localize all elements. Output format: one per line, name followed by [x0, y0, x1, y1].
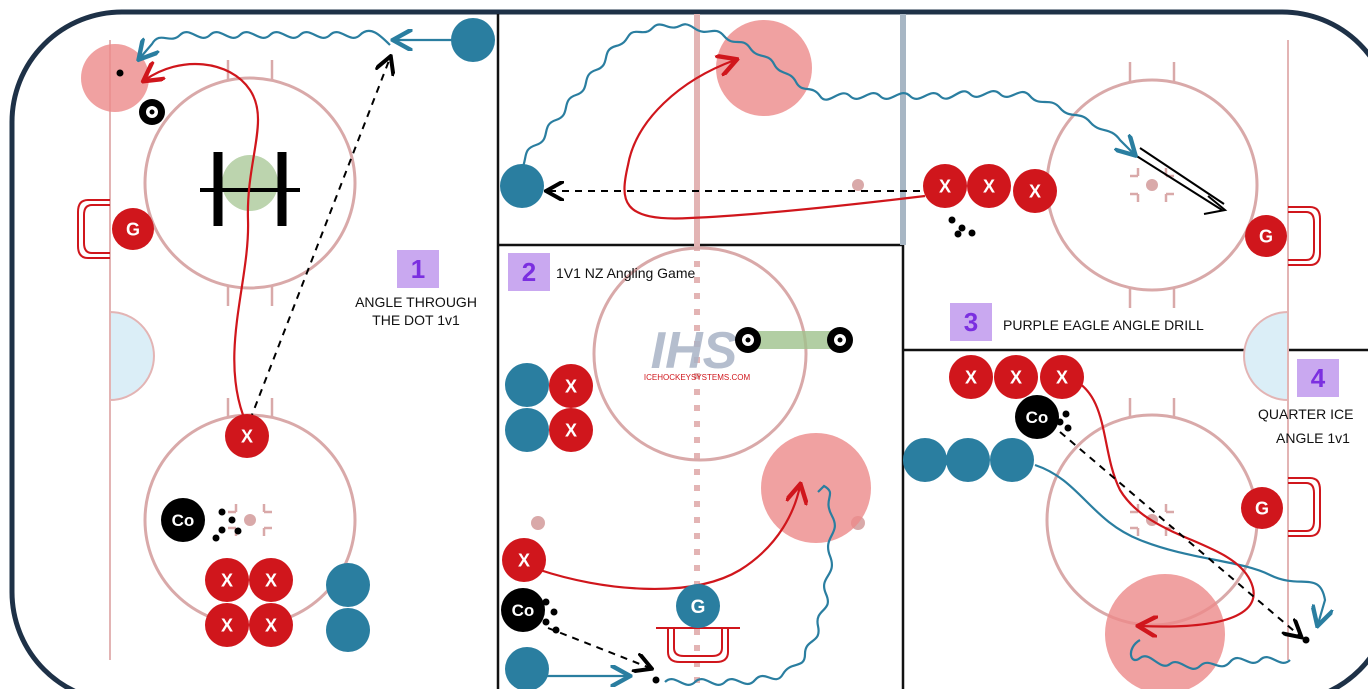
coach: Co: [161, 498, 205, 542]
red-player-label: X: [565, 420, 577, 440]
red-player: X: [205, 558, 249, 602]
red-goalie: G: [1245, 215, 1287, 257]
drill-number-4: 4: [1297, 359, 1339, 397]
drill-title-4: QUARTER ICE ANGLE 1v1: [1240, 406, 1368, 446]
red-goalie-label: G: [1255, 498, 1269, 518]
skate-path-red: [145, 60, 1255, 627]
coach: Co: [501, 588, 545, 632]
red-player: X: [225, 414, 269, 458]
coach-label: Co: [1026, 408, 1049, 427]
red-goalie: G: [1241, 487, 1283, 529]
drill-title-2: 1V1 NZ Angling Game: [556, 265, 696, 281]
red-player-label: X: [565, 376, 577, 396]
drill-number-3: 3: [950, 303, 992, 341]
skate-path-blue: [140, 23, 1325, 685]
red-goalies: G G G: [112, 208, 1287, 529]
red-player-label: X: [1010, 367, 1022, 387]
red-player-label: X: [518, 550, 530, 570]
green-lane: [748, 331, 840, 349]
drill-number-1: 1: [397, 250, 439, 288]
red-goalie-label: G: [126, 219, 140, 239]
referee-crease-right: [1243, 310, 1289, 402]
blue-goalie: G: [676, 584, 720, 628]
red-player: X: [923, 164, 967, 208]
goal-net-left: [77, 199, 110, 259]
red-goalie-label: G: [1259, 226, 1273, 246]
pass-path: [249, 58, 1300, 668]
red-player: X: [249, 558, 293, 602]
red-player: X: [549, 364, 593, 408]
red-player-label: X: [965, 367, 977, 387]
drill-title-3: PURPLE EAGLE ANGLE DRILL: [1003, 317, 1204, 333]
logo-text: ICEHOCKEYSYSTEMS.COM: [644, 373, 751, 382]
red-player-label: X: [241, 426, 253, 446]
red-player: X: [1013, 169, 1057, 213]
red-player-label: X: [983, 176, 995, 196]
coach: Co: [1015, 395, 1059, 439]
goal-net-right-lower: [1288, 477, 1321, 537]
target-zone: [81, 20, 1225, 689]
target-pylon: [139, 99, 853, 353]
coach-label: Co: [512, 601, 535, 620]
red-player-label: X: [265, 570, 277, 590]
red-player-label: X: [265, 615, 277, 635]
red-player: X: [1040, 355, 1084, 399]
arrow-head: [1203, 195, 1228, 215]
referee-crease-left: [109, 310, 155, 402]
drill-title-1: ANGLE THROUGH THE DOT 1v1: [336, 294, 496, 328]
logo-mark: IHS: [651, 322, 738, 380]
drill-title-4-line1: QUARTER ICE: [1258, 406, 1354, 422]
red-player-label: X: [221, 570, 233, 590]
ihs-logo: IHS ICEHOCKEYSYSTEMS.COM: [644, 322, 751, 382]
red-player-label: X: [1029, 181, 1041, 201]
coach-label: Co: [172, 511, 195, 530]
obstacle-bars: [1134, 147, 1225, 211]
red-player: X: [994, 355, 1038, 399]
red-player: X: [205, 603, 249, 647]
drill-title-1-line1: ANGLE THROUGH: [355, 294, 477, 310]
goal-net-right: [1288, 206, 1321, 266]
goalie-label: G: [691, 597, 706, 618]
puck-pile: [116, 69, 1310, 684]
red-player-label: X: [939, 176, 951, 196]
red-player-label: X: [221, 615, 233, 635]
red-player-label: X: [1056, 367, 1068, 387]
red-player: X: [502, 538, 546, 582]
drill-number-2: 2: [508, 253, 550, 291]
red-player: X: [967, 164, 1011, 208]
red-players: X X X X X X X X X X X X X X: [205, 164, 1084, 647]
drill-title-4-line2: ANGLE 1v1: [1276, 430, 1350, 446]
red-player: X: [949, 355, 993, 399]
red-player: X: [249, 603, 293, 647]
red-goalie: G: [112, 208, 154, 250]
red-player: X: [549, 408, 593, 452]
drill-title-1-line2: THE DOT 1v1: [372, 312, 460, 328]
blue-player: [326, 18, 1034, 689]
